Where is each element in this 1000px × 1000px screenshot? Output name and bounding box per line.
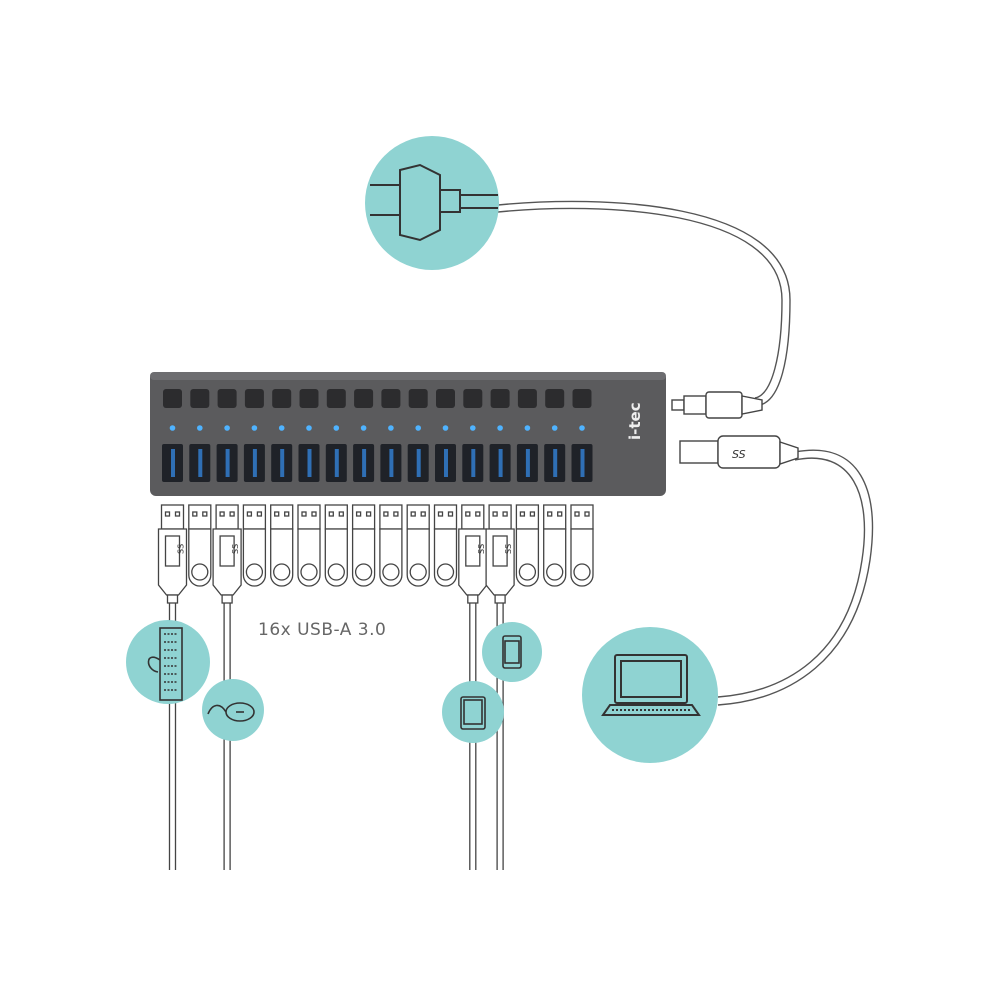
usb-a-port — [189, 444, 211, 482]
svg-text:SS: SS — [177, 544, 186, 554]
svg-text:SS: SS — [504, 544, 513, 554]
port-power-button[interactable] — [517, 389, 537, 408]
port-power-button[interactable] — [217, 389, 237, 408]
port-power-button[interactable] — [545, 389, 565, 408]
usb-flash-drive — [297, 504, 321, 587]
port-led — [442, 425, 449, 431]
port-power-button[interactable] — [490, 389, 510, 408]
port-led — [388, 425, 394, 431]
usb-a-port — [353, 444, 375, 482]
laptop-circle — [582, 627, 718, 763]
usb-a-port — [462, 444, 484, 482]
port-led — [224, 425, 230, 431]
usb-a-port — [243, 444, 265, 482]
port-led — [169, 425, 176, 431]
port-power-button[interactable] — [354, 389, 374, 408]
usb-flash-drive — [188, 504, 212, 587]
phone-circle — [482, 622, 542, 682]
dc-jack-plug — [671, 391, 763, 419]
port-count-label: 16x USB-A 3.0 — [258, 620, 387, 640]
usb-b-ss-logo: SS — [732, 448, 746, 461]
usb-a-port — [489, 444, 511, 482]
mouse-icon — [207, 702, 255, 722]
port-power-button[interactable] — [163, 389, 182, 408]
port-power-button[interactable] — [436, 389, 455, 408]
port-power-button[interactable] — [190, 389, 210, 408]
port-power-button[interactable] — [326, 389, 346, 408]
usb-flash-drive — [351, 504, 376, 587]
usb-flash-drive — [543, 504, 567, 587]
svg-text:SS: SS — [231, 544, 240, 554]
port-power-button[interactable] — [299, 389, 319, 408]
usb-flash-drive — [515, 504, 540, 587]
port-power-button[interactable] — [244, 389, 264, 408]
usb-flash-drive — [324, 504, 348, 587]
usb-flash-drive — [433, 504, 458, 587]
usb-a-port — [435, 444, 456, 482]
laptop-icon — [601, 654, 701, 716]
port-led — [197, 425, 203, 431]
power-cable-inner — [497, 207, 783, 399]
tablet-icon — [460, 696, 486, 730]
usb-a-port — [216, 444, 238, 482]
mouse-circle — [202, 679, 264, 741]
usb-flash-drive — [406, 504, 430, 587]
port-power-button[interactable] — [272, 389, 292, 408]
port-led — [278, 425, 285, 431]
usb-flash-drive — [270, 504, 294, 587]
usb-flash-drive — [379, 504, 403, 587]
usb-a-port — [544, 444, 566, 482]
port-led — [415, 425, 422, 431]
port-led — [251, 425, 258, 431]
tablet-circle — [442, 681, 504, 743]
power-circle — [365, 136, 499, 270]
usb-b-cable-inner — [717, 457, 866, 698]
port-led — [551, 425, 558, 431]
usb-a-port — [298, 444, 320, 482]
port-power-button[interactable] — [463, 389, 483, 408]
port-led — [306, 425, 312, 431]
port-led — [579, 425, 585, 431]
usb-flash-drive — [570, 504, 594, 587]
brand-logo: i-tec — [626, 402, 644, 440]
usb-a-port — [271, 444, 293, 482]
port-led — [333, 425, 340, 431]
keyboard-circle — [126, 620, 210, 704]
port-led — [470, 425, 476, 431]
usb-a-port — [571, 444, 593, 482]
port-power-button[interactable] — [572, 389, 592, 408]
usb-b-cable — [717, 449, 874, 706]
port-power-button[interactable] — [408, 389, 428, 408]
usb-a-port — [516, 444, 538, 482]
power-cable — [497, 200, 791, 406]
keyboard-icon — [147, 627, 183, 701]
usb-a-port — [325, 444, 347, 482]
port-led — [360, 425, 367, 431]
svg-text:SS: SS — [477, 544, 486, 554]
smartphone-icon — [502, 635, 522, 669]
port-led — [497, 425, 503, 431]
usb-flash-drive — [242, 504, 267, 587]
usb-a-port — [407, 444, 429, 482]
usb-b-plug — [679, 435, 799, 469]
usb-a-port — [162, 444, 183, 482]
port-led — [524, 425, 531, 431]
usb-a-port — [380, 444, 402, 482]
port-power-button[interactable] — [381, 389, 401, 408]
power-plug-icon — [370, 163, 498, 242]
